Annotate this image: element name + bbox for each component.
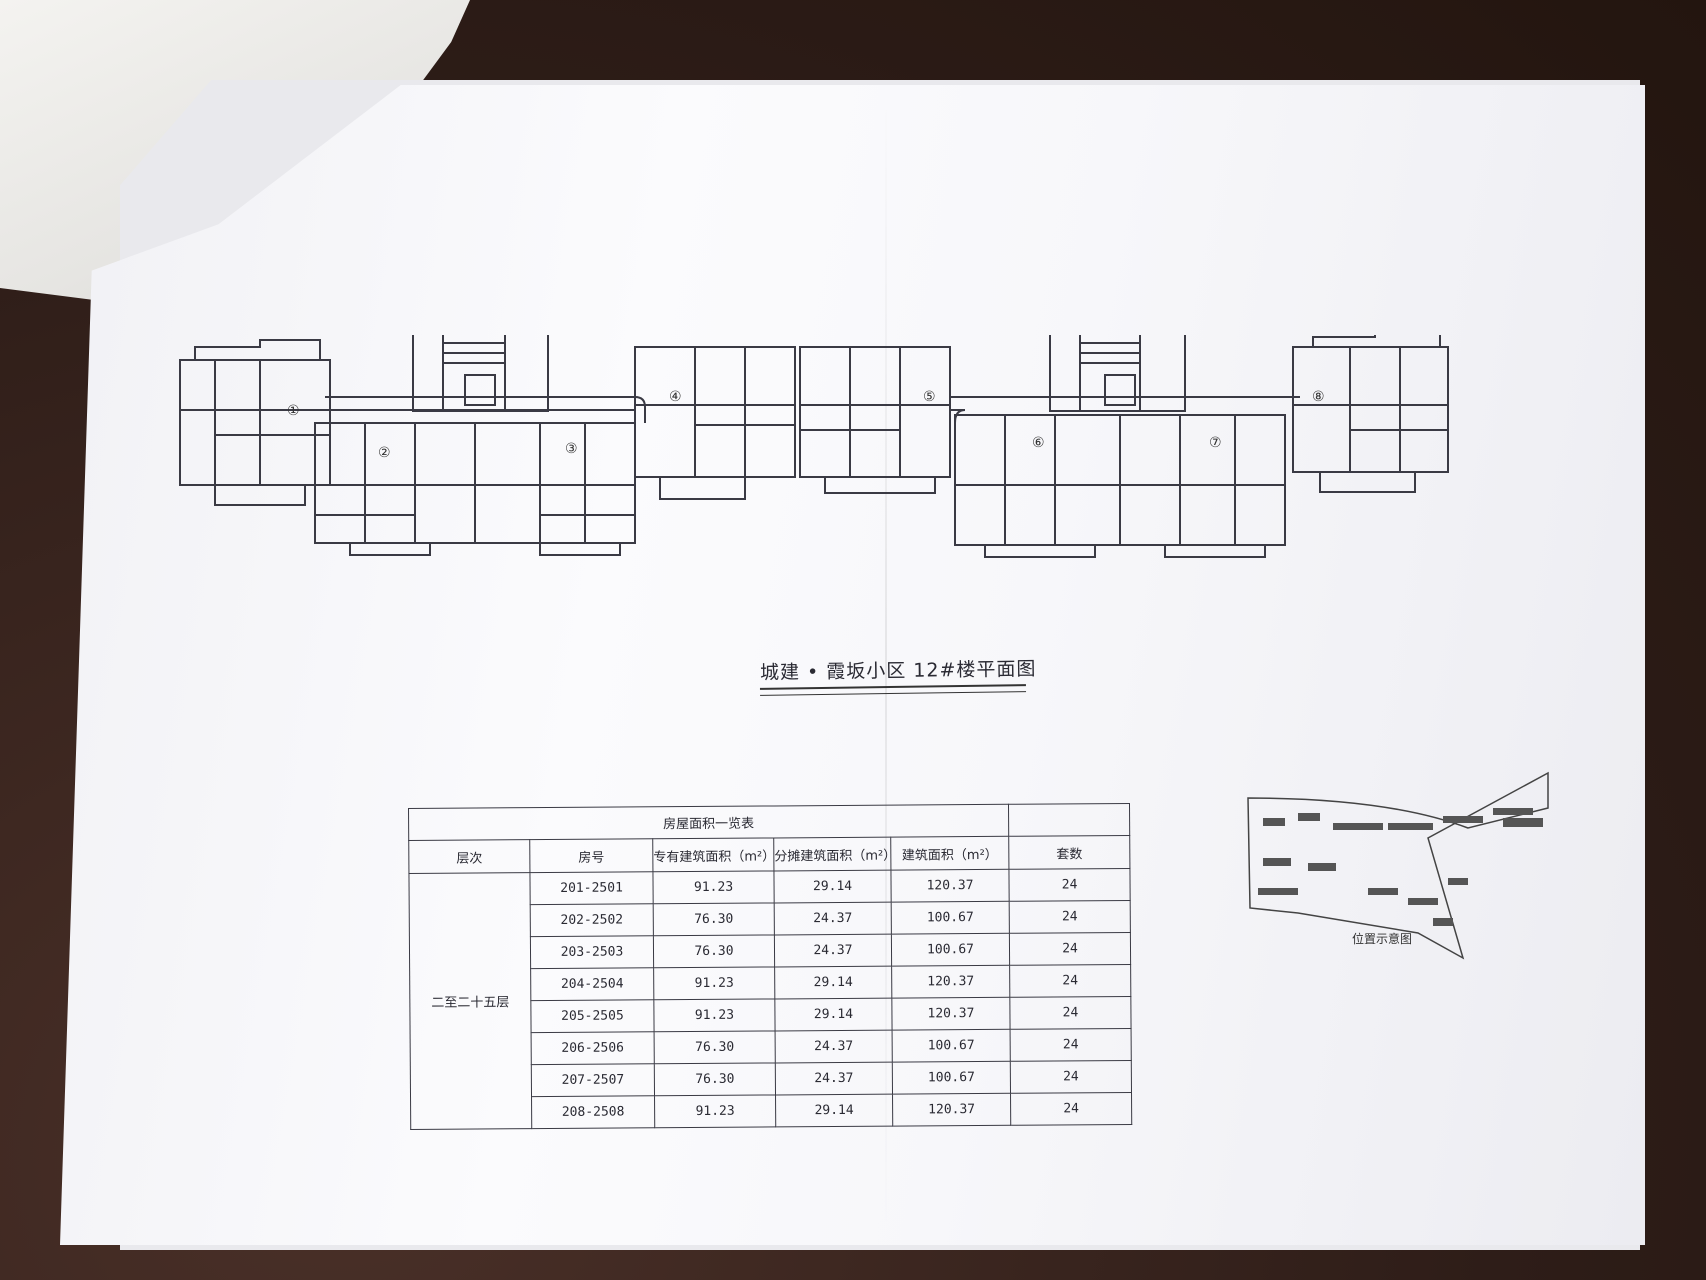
stair-core-1: [412, 335, 549, 412]
paper-fold-line: [885, 95, 887, 1235]
cell-count: 24: [1010, 1028, 1132, 1062]
cell-room: 205-2505: [530, 999, 655, 1033]
cell-room: 201-2501: [529, 871, 654, 905]
cell-count: 24: [1009, 900, 1131, 934]
area-table: 房屋面积一览表 层次 房号 专有建筑面积（m²） 分摊建筑面积（m²） 建筑面积…: [408, 803, 1132, 1130]
cell-total: 120.37: [892, 1093, 1011, 1127]
cell-shared: 24.37: [775, 1030, 893, 1063]
cell-total: 120.37: [891, 997, 1011, 1031]
header-room: 房号: [529, 838, 653, 873]
table-caption-blank: [1008, 803, 1130, 837]
site-boundary: [1247, 771, 1549, 960]
cell-count: 24: [1009, 932, 1131, 966]
cell-own: 91.23: [652, 870, 775, 904]
floor-plan-drawing: ① ② ③ ④ ⑤ ⑥ ⑦ ⑧: [179, 335, 1449, 558]
floor-range: 二至二十五层: [408, 872, 532, 1130]
cell-room: 204-2504: [530, 967, 654, 1001]
cell-own: 76.30: [653, 902, 775, 936]
cell-room: 208-2508: [531, 1095, 655, 1129]
cell-count: 24: [1008, 868, 1131, 902]
cell-total: 120.37: [891, 965, 1010, 999]
corridor-left: [325, 396, 646, 423]
unit-marker-2: ②: [378, 445, 391, 461]
unit-marker-1: ①: [287, 403, 300, 419]
location-map: [1247, 771, 1549, 960]
cell-total: 100.67: [892, 1061, 1011, 1095]
cell-own: 76.30: [654, 1030, 776, 1064]
cell-total: 120.37: [890, 869, 1010, 903]
cell-own: 76.30: [653, 934, 775, 968]
header-total-area: 建筑面积（m²）: [890, 836, 1009, 871]
unit-marker-3: ③: [565, 441, 578, 457]
site-buildings: [1258, 808, 1543, 926]
location-map-label: 位置示意图: [1352, 932, 1413, 946]
cell-room: 206-2506: [531, 1031, 655, 1065]
stair-core-2: [1049, 335, 1186, 412]
cell-room: 203-2503: [530, 935, 654, 969]
cell-own: 76.30: [654, 1062, 776, 1096]
unit-8-outline: [1292, 335, 1449, 493]
unit-6-7-outline: [954, 414, 1286, 558]
unit-marker-4: ④: [669, 389, 682, 405]
unit-marker-7: ⑦: [1209, 435, 1222, 451]
table-row: 二至二十五层 201-2501 91.23 29.14 120.37 24: [408, 868, 1131, 1130]
area-table-container: 房屋面积一览表 层次 房号 专有建筑面积（m²） 分摊建筑面积（m²） 建筑面积…: [408, 803, 1132, 1130]
header-floor: 层次: [408, 839, 530, 874]
cell-total: 100.67: [891, 933, 1010, 967]
unit-5-outline: [799, 346, 951, 494]
header-own-area: 专有建筑面积（m²）: [652, 837, 775, 872]
unit-marker-5: ⑤: [923, 389, 936, 405]
cell-total: 100.67: [892, 1029, 1011, 1063]
table-caption: 房屋面积一览表: [408, 804, 1009, 841]
cell-shared: 29.14: [773, 870, 892, 903]
cell-own: 91.23: [654, 1094, 776, 1128]
cell-count: 24: [1009, 996, 1132, 1030]
cell-total: 100.67: [891, 901, 1010, 935]
unit-marker-6: ⑥: [1032, 435, 1045, 451]
unit-4-outline: [634, 346, 796, 500]
cell-shared: 24.37: [774, 902, 892, 935]
cell-count: 24: [1010, 1060, 1132, 1094]
cell-shared: 24.37: [774, 934, 892, 967]
unit-2-3-outline: [314, 422, 636, 556]
header-count: 套数: [1008, 835, 1130, 870]
cell-own: 91.23: [653, 998, 776, 1032]
cell-own: 91.23: [653, 966, 775, 1000]
paper-sheet: [60, 85, 1645, 1245]
unit-marker-8: ⑧: [1312, 389, 1325, 405]
header-shared-area: 分摊建筑面积（m²）: [773, 837, 896, 871]
unit-1-outline: [179, 339, 331, 506]
cell-room: 207-2507: [531, 1063, 655, 1097]
cell-room: 202-2502: [530, 903, 654, 937]
cell-count: 24: [1010, 1092, 1132, 1126]
cell-shared: 24.37: [775, 1062, 893, 1095]
cell-shared: 29.14: [775, 1094, 893, 1127]
cell-count: 24: [1009, 964, 1131, 998]
cell-shared: 29.14: [774, 998, 893, 1031]
cell-shared: 29.14: [774, 966, 892, 999]
